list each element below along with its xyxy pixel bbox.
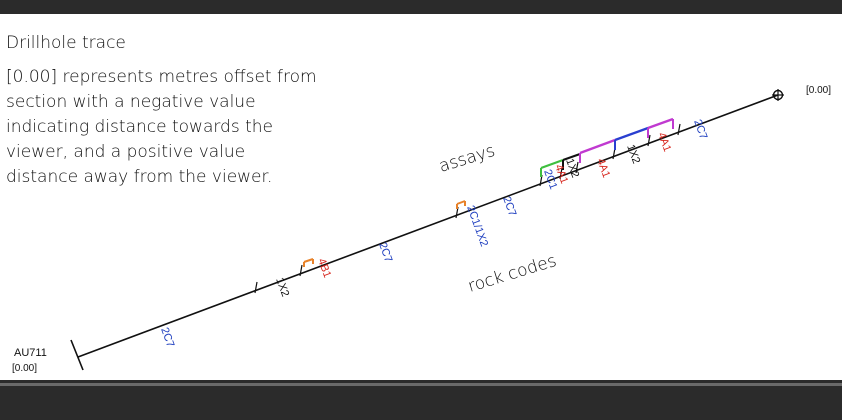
assay-intervals xyxy=(303,117,674,267)
note-line-1: [0.00] represents metres offset from xyxy=(6,67,317,87)
rock-codes-label: rock codes xyxy=(466,251,559,297)
note-line-5: distance away from the viewer. xyxy=(6,167,272,187)
note-line-3: indicating distance towards the xyxy=(6,117,273,137)
bottom-frame-line xyxy=(0,383,842,386)
rock-code-label: 4A1 xyxy=(594,157,612,180)
diagram-title: Drillhole trace xyxy=(6,33,126,53)
assay-interval-magenta-2 xyxy=(647,117,674,138)
assay-interval-blue xyxy=(614,126,649,150)
rock-code-label: 2C1/1X2 xyxy=(464,204,490,248)
assay-interval-green xyxy=(540,158,564,177)
offset-start-label: [0.00] xyxy=(12,363,37,374)
rock-code-label: 2C7 xyxy=(376,241,394,264)
assay-interval-orange-1 xyxy=(303,258,314,267)
note-line-2: section with a negative value xyxy=(6,92,256,112)
rock-code-label: 1X2 xyxy=(273,276,291,299)
assays-label: assays xyxy=(437,141,498,177)
top-frame-bar xyxy=(0,0,842,14)
assay-interval-magenta-1 xyxy=(579,138,616,163)
offset-end-label: [0.00] xyxy=(806,85,831,96)
trace-start-bar xyxy=(70,339,84,371)
bottom-frame-bar xyxy=(0,380,842,420)
collar-marker-icon xyxy=(772,89,784,101)
assay-interval-black xyxy=(562,153,581,170)
hole-id-label: AU711 xyxy=(14,347,47,359)
assay-interval-orange-2 xyxy=(456,200,466,209)
drillhole-trace-line xyxy=(77,94,779,358)
rock-code-label: 2C7 xyxy=(158,326,176,349)
note-line-4: viewer, and a positive value xyxy=(6,142,245,162)
rock-code-label: 2C7 xyxy=(500,195,518,218)
rock-code-label: 4B1 xyxy=(315,257,333,280)
rock-code-label: 4A1 xyxy=(655,131,673,154)
